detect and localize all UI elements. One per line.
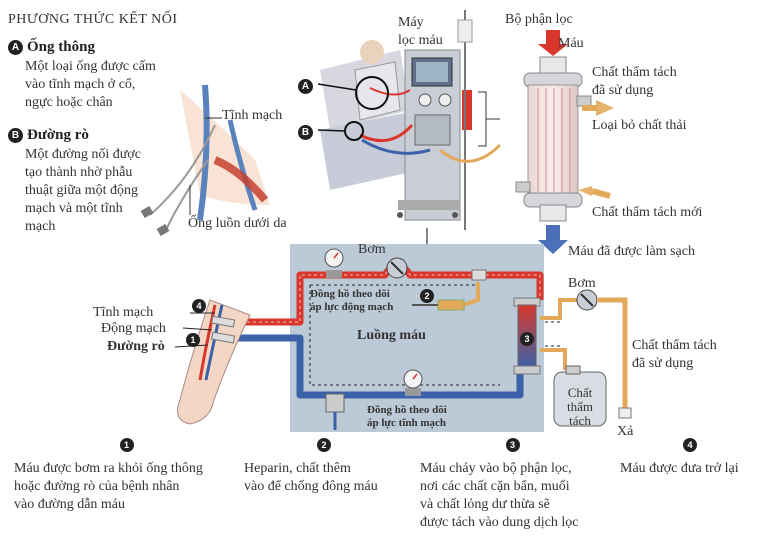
- circuit-panel: [235, 244, 578, 432]
- step-1-line: hoặc đường rò của bệnh nhân: [14, 479, 180, 494]
- venous-gauge-label: Đồng hồ theo dõi áp lực tĩnh mạch: [367, 404, 447, 430]
- step-1-line: Máu được bơm ra khỏi ống thông: [14, 461, 203, 476]
- marker-b-badge: B: [298, 124, 313, 140]
- arm-illustration: [174, 299, 251, 425]
- arterial-gauge-line: Đồng hồ theo dõi: [310, 288, 390, 300]
- step-1-line: vào đường dẫn máu: [14, 497, 126, 512]
- dialysate-loop: [553, 289, 632, 427]
- step-1-text: Máu được bơm ra khỏi ống thông hoặc đườn…: [14, 460, 239, 514]
- dialysate-used-label: Chất thẩm tách đã sử dụng: [632, 337, 717, 373]
- filter-fresh-dialysate: Chất thẩm tách mới: [592, 205, 703, 220]
- machine-label-line: Máy: [398, 15, 424, 30]
- page-title: PHƯƠNG THỨC KẾT NỐI: [8, 12, 178, 27]
- circuit-step2-marker: 2: [420, 289, 434, 303]
- marker-b: B: [298, 123, 313, 141]
- step-4-note: 4 Máu được đưa trở lại: [620, 438, 760, 478]
- access-fistula: B Đường rò Một đường nối được tạo thành …: [8, 126, 198, 236]
- catheter-desc-line: Một loại ống được cấm: [25, 59, 156, 74]
- blood-flow-label: Luồng máu: [357, 328, 426, 343]
- marker-a-badge: A: [298, 78, 313, 94]
- tank-line: tách: [569, 413, 591, 428]
- filter-title: Bộ phận lọc: [505, 12, 573, 27]
- step-3-number: 3: [505, 438, 520, 452]
- machine-label: Máy lọc máu: [398, 14, 443, 50]
- dialysate-tank-label: Chất thẩm tách: [556, 386, 604, 428]
- step-3-line: và chất lỏng dư thừa sẽ: [420, 497, 550, 512]
- fistula-desc-line: tạo thành nhờ phẫu: [25, 165, 133, 180]
- badge-a: A: [8, 39, 23, 55]
- catheter-desc-line: vào tĩnh mạch ở cổ,: [25, 77, 136, 92]
- filter-clean-blood: Máu đã được làm sạch: [568, 244, 695, 259]
- step-1-note: 1 Máu được bơm ra khỏi ống thông hoặc đư…: [14, 438, 239, 514]
- fistula-desc-line: thuật giữa một động: [25, 183, 138, 198]
- filter-illustration: [515, 30, 614, 254]
- dialysate-pump-label: Bơm: [568, 276, 596, 291]
- badge-b: B: [8, 127, 23, 143]
- marker-a: A: [298, 77, 313, 95]
- catheter-title: Ống thông: [27, 39, 95, 55]
- fistula-desc-line: Một đường nối được: [25, 147, 141, 162]
- filter-waste: Loại bỏ chất thải: [592, 118, 687, 133]
- fistula-desc: Một đường nối được tạo thành nhờ phẫu th…: [25, 146, 198, 236]
- fistula-desc-line: mạch và một tĩnh: [25, 201, 123, 216]
- inset-tube-label: Ống luồn dưới da: [188, 216, 287, 231]
- tank-line: thẩm: [567, 399, 593, 414]
- step-2-number: 2: [317, 438, 331, 452]
- fistula-title: Đường rò: [27, 127, 89, 143]
- step-4-line: Máu được đưa trở lại: [620, 461, 739, 476]
- step-2-note: 2 Heparin, chất thêm vào để chống đông m…: [244, 438, 404, 496]
- venous-gauge-line: Đồng hồ theo dõi: [367, 404, 447, 416]
- dialysate-used-line: đã sử dụng: [632, 356, 694, 371]
- arm-fistula-label: Đường rò: [107, 339, 165, 354]
- step-2-text: Heparin, chất thêm vào để chống đông máu: [244, 460, 404, 496]
- patient-and-machine: [317, 10, 502, 256]
- venous-gauge-line: áp lực tĩnh mạch: [367, 417, 447, 429]
- step-1-number: 1: [119, 438, 134, 452]
- arm-vein-label: Tĩnh mạch: [93, 305, 154, 320]
- step-4-text: Máu được đưa trở lại: [620, 460, 760, 478]
- used-dialysate-line: đã sử dụng: [592, 83, 654, 98]
- step-3-line: Máu chảy vào bộ phận lọc,: [420, 461, 572, 476]
- arterial-gauge-line: áp lực động mạch: [310, 301, 394, 313]
- filter-used-dialysate: Chất thẩm tách đã sử dụng: [592, 64, 677, 100]
- arm-step1-marker: 1: [186, 333, 200, 347]
- catheter-inset: [140, 84, 270, 236]
- step-2-line: Heparin, chất thêm: [244, 461, 351, 476]
- step-3-text: Máu chảy vào bộ phận lọc, nơi các chất c…: [420, 460, 605, 532]
- step-2-line: vào để chống đông máu: [244, 479, 378, 494]
- catheter-desc: Một loại ống được cấm vào tĩnh mạch ở cổ…: [25, 58, 198, 112]
- circuit-pump-label: Bơm: [358, 242, 386, 257]
- circuit-step3-marker: 3: [520, 332, 534, 346]
- inset-vein-label: Tĩnh mạch: [222, 108, 283, 123]
- step-3-line: nơi các chất cặn bẩn, muối: [420, 479, 570, 494]
- filter-blood-in: Máu: [558, 36, 584, 51]
- step-3-line: được tách vào dung dịch lọc: [420, 515, 579, 530]
- dialysate-used-line: Chất thẩm tách: [632, 338, 717, 353]
- used-dialysate-line: Chất thẩm tách: [592, 65, 677, 80]
- tank-line: Chất: [567, 385, 593, 400]
- access-catheter: A Ống thông Một loại ống được cấm vào tĩ…: [8, 38, 198, 112]
- arm-artery-label: Động mạch: [101, 321, 166, 336]
- step-4-number: 4: [683, 438, 697, 452]
- arterial-gauge-label: Đồng hồ theo dõi áp lực động mạch: [310, 288, 393, 314]
- fistula-desc-line: mạch: [25, 219, 56, 234]
- machine-label-line: lọc máu: [398, 33, 443, 48]
- drain-label: Xả: [617, 424, 634, 439]
- arm-step4-marker: 4: [192, 299, 206, 313]
- step-3-note: 3 Máu chảy vào bộ phận lọc, nơi các chất…: [420, 438, 605, 532]
- catheter-desc-line: ngực hoặc chân: [25, 95, 113, 110]
